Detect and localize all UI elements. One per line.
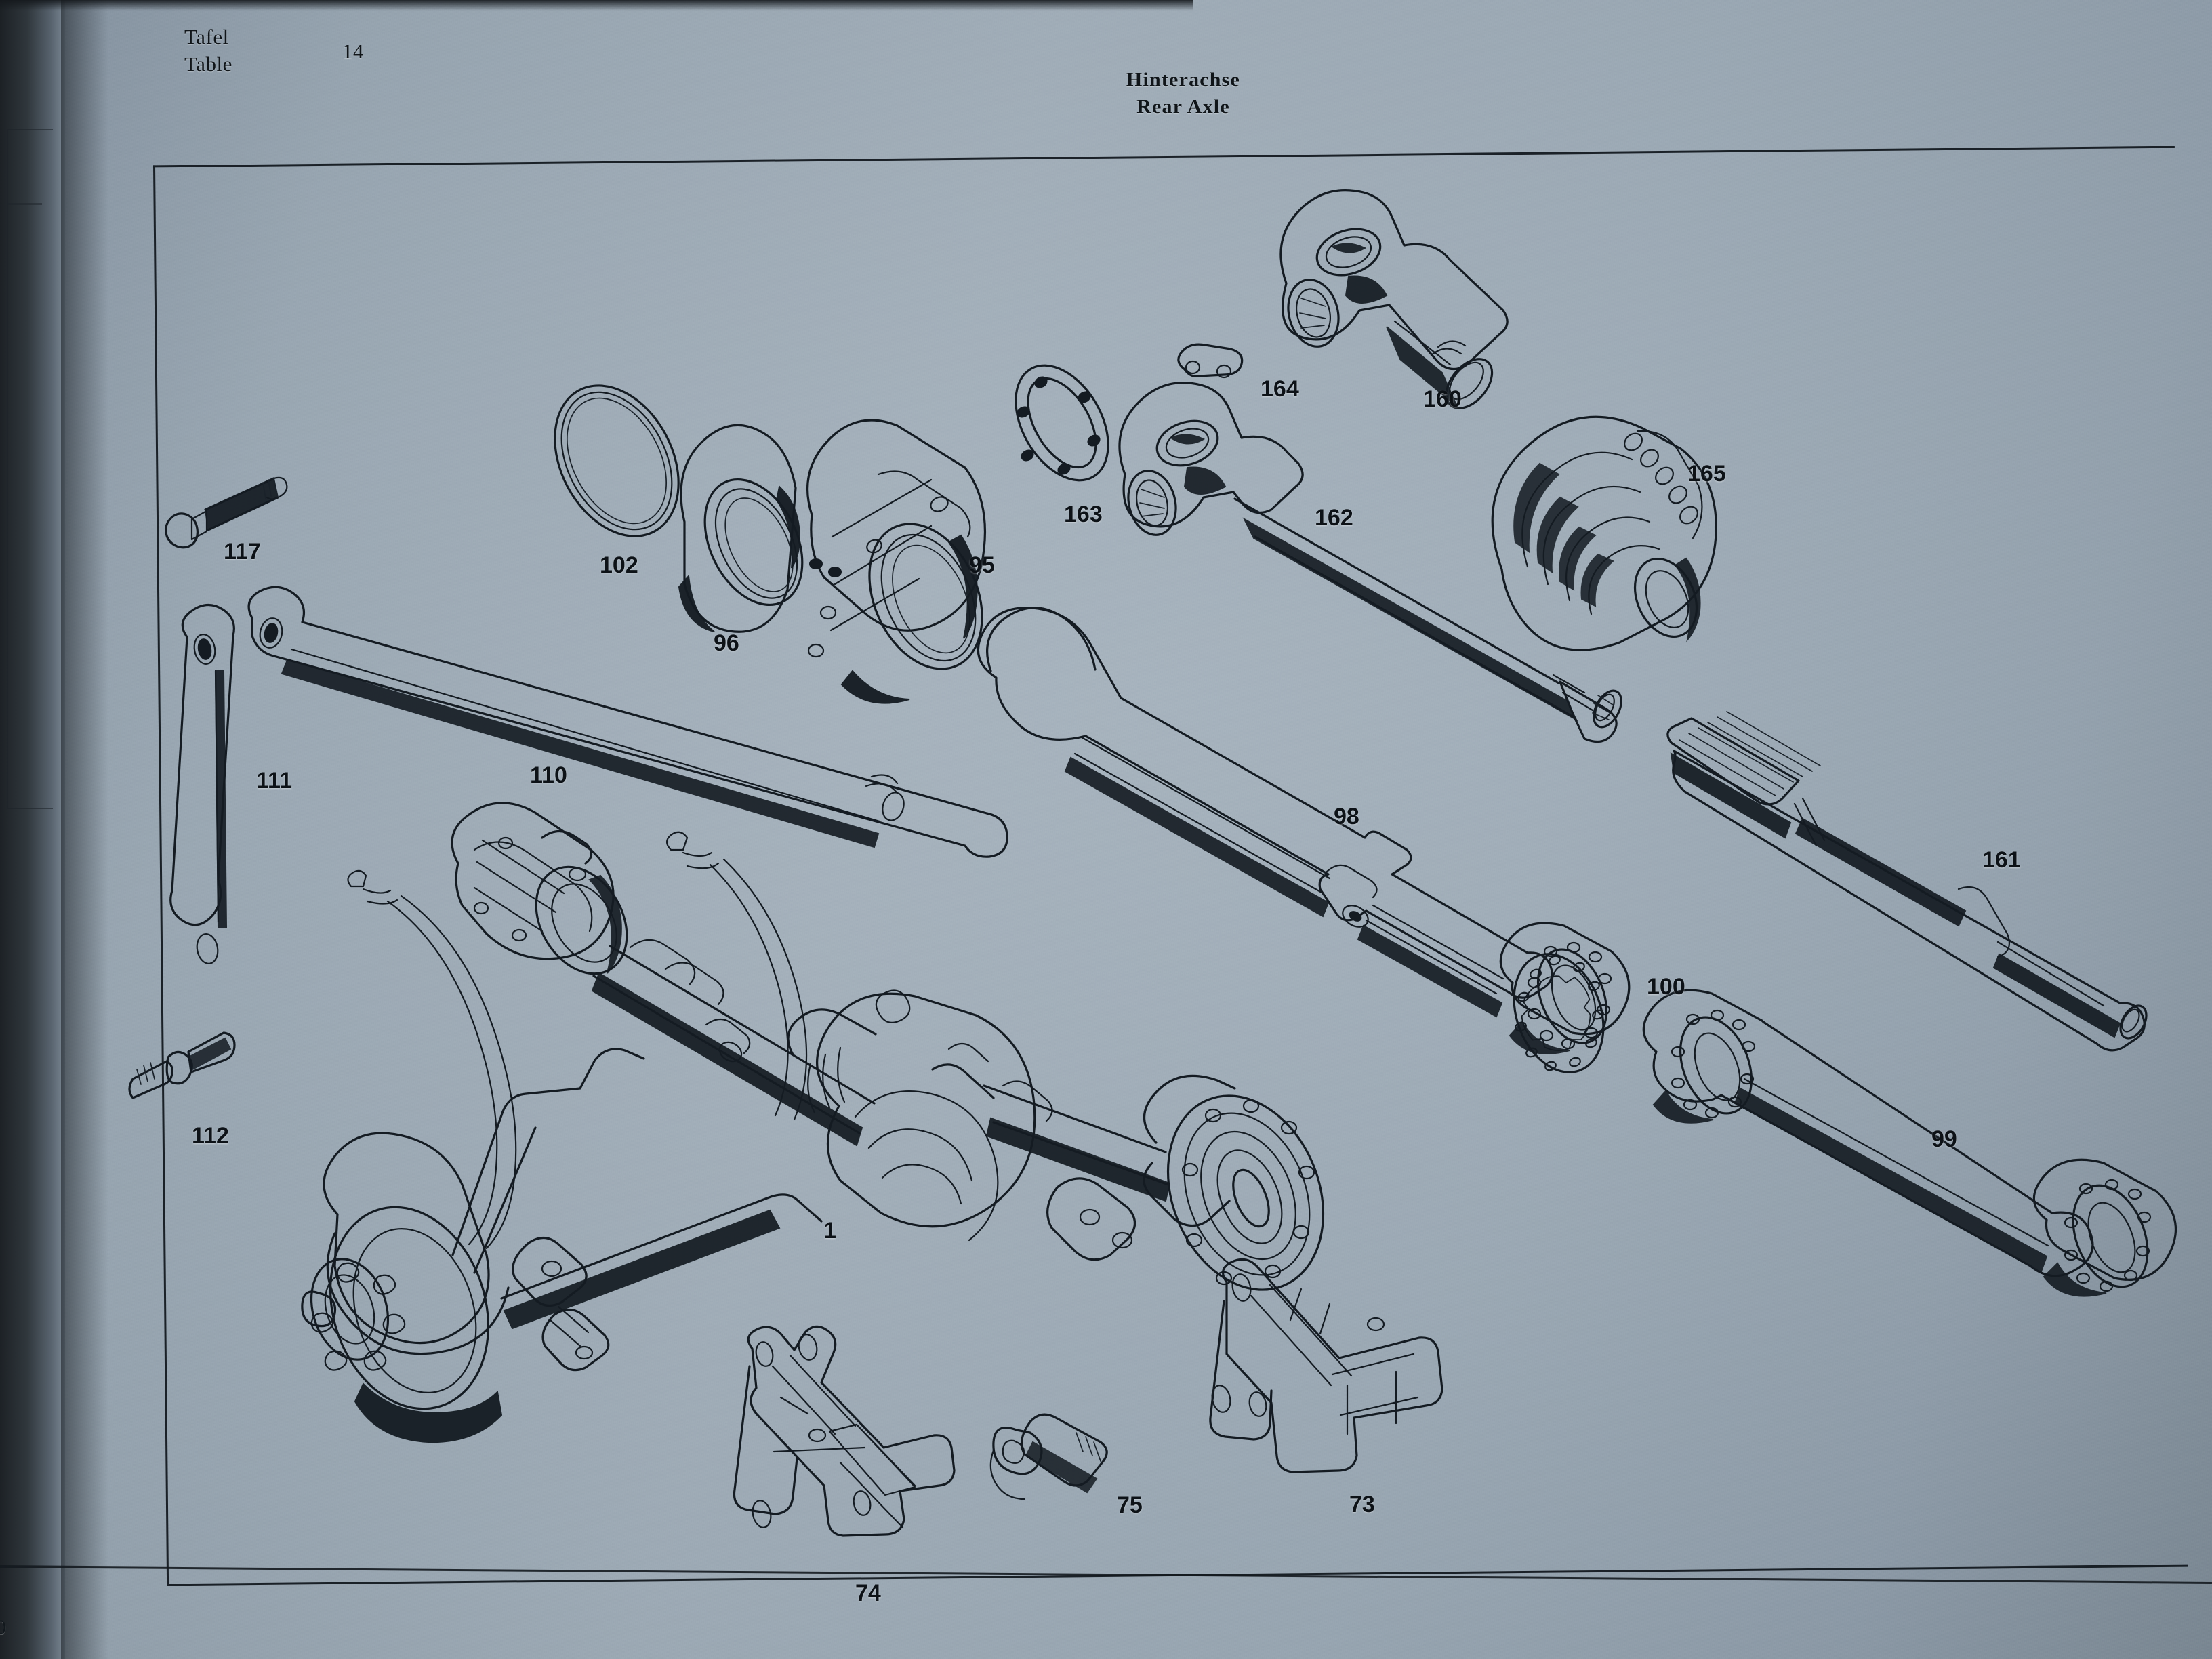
part-100-lock-washer <box>1513 953 1605 1073</box>
part-95-bearing-housing-collar <box>806 419 987 704</box>
adjacent-page-mark <box>7 203 42 205</box>
part-165-ribbed-boot <box>1491 415 1717 651</box>
callout-96: 96 <box>714 630 739 656</box>
part-96-bearing-sleeve <box>678 424 804 633</box>
part-162-propeller-shaft <box>1118 382 1622 743</box>
page-number: 0 <box>0 1616 7 1639</box>
binding-shadow <box>61 0 108 1659</box>
top-edge-shadow <box>0 0 1193 11</box>
part-161-splined-axle-shaft <box>1666 711 2148 1052</box>
part-99-axle-tube-right <box>1642 989 2177 1297</box>
page-subtitle: Rear Axle <box>1136 96 1230 118</box>
book-binding-strip <box>0 0 65 1659</box>
callout-117: 117 <box>224 539 261 565</box>
callout-102: 102 <box>600 552 638 578</box>
part-98-axle-tube-left <box>977 607 1631 1054</box>
page-title: Hinterachse <box>1126 68 1241 91</box>
callout-110: 110 <box>530 762 567 788</box>
callout-164: 164 <box>1261 376 1299 402</box>
part-117-hex-bolt <box>165 476 288 549</box>
part-74-spring-bracket-left <box>733 1325 956 1537</box>
part-75-eye-bolt <box>989 1413 1108 1500</box>
part-1-rear-axle-assembly <box>301 802 1325 1443</box>
callout-160: 160 <box>1423 386 1462 412</box>
part-160-universal-joint-yoke <box>1279 189 1509 409</box>
callout-73: 73 <box>1349 1492 1375 1517</box>
adjacent-page-edge <box>7 129 53 809</box>
part-111-short-torque-rod <box>169 603 235 964</box>
callout-100: 100 <box>1647 974 1685 1000</box>
part-112-stud-bolt <box>128 1031 236 1099</box>
sheet-label-de: Tafel <box>184 25 229 49</box>
callout-95: 95 <box>969 552 995 578</box>
callout-163: 163 <box>1064 501 1103 527</box>
callout-99: 99 <box>1931 1126 1957 1152</box>
callout-111: 111 <box>256 768 292 794</box>
part-110-long-torque-rod <box>247 586 1008 858</box>
callout-75: 75 <box>1117 1492 1143 1518</box>
callout-161: 161 <box>1982 847 2021 873</box>
part-164-link-plate <box>1177 343 1244 379</box>
part-163-flange-gasket <box>1015 364 1109 482</box>
callout-1: 1 <box>823 1218 836 1244</box>
sheet-number: 14 <box>342 39 364 63</box>
part-73-spring-bracket-right <box>1209 1258 1443 1473</box>
callout-112: 112 <box>192 1123 229 1149</box>
callout-98: 98 <box>1334 804 1359 830</box>
part-102-circlip-ring <box>554 384 680 537</box>
callout-74: 74 <box>855 1580 881 1606</box>
callout-162: 162 <box>1315 505 1353 531</box>
sheet-label-en: Table <box>184 52 232 76</box>
callout-165: 165 <box>1687 461 1726 487</box>
